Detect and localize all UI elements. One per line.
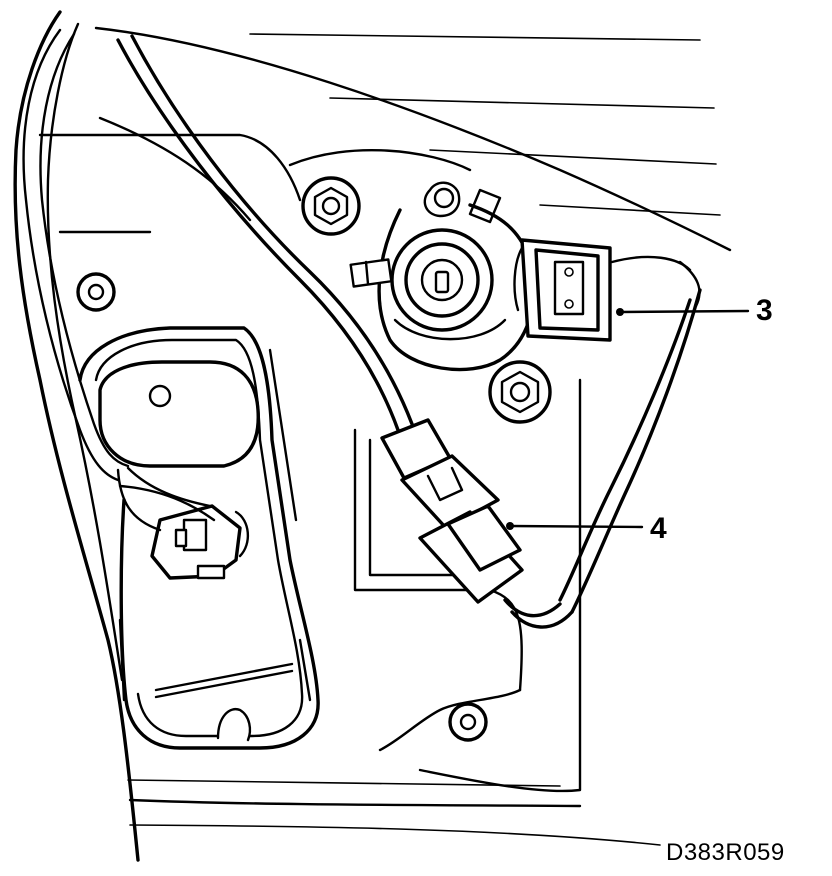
lower-lamp-reflector [78, 326, 320, 750]
figure-reference-code: D383R059 [666, 839, 785, 866]
callout-leader-3 [616, 308, 750, 316]
callout-leader-4 [506, 522, 644, 530]
mounting-bolt-lower-right [488, 360, 552, 424]
stud-bottom [448, 702, 488, 742]
callout-label-3: 3 [756, 294, 773, 327]
wiring-harness [22, 28, 702, 629]
lower-bulb-socket [116, 466, 249, 580]
callout-label-4: 4 [650, 512, 667, 545]
stud-left [76, 272, 116, 312]
body-panel-outline [13, 10, 732, 862]
mounting-bolt-upper-left [301, 176, 361, 236]
harness-connector [380, 418, 524, 604]
lamp-housing-plate [38, 133, 661, 846]
switch-socket-block [513, 238, 612, 342]
bulb-holder [349, 181, 536, 372]
